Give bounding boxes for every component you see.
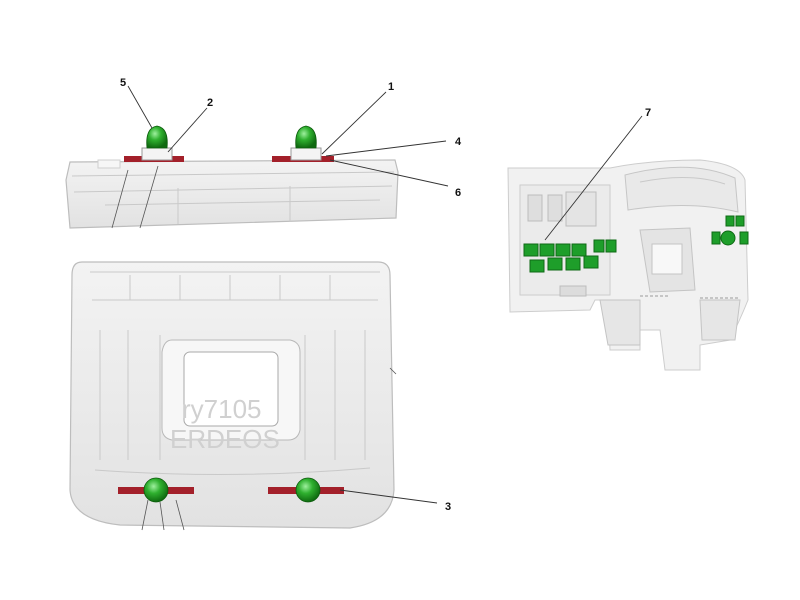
leader-3 [339,489,438,504]
warning-lamp-left-plan [118,477,194,503]
callout-4: 4 [455,136,462,148]
switch-panel-right [711,215,749,246]
callout-5: 5 [120,77,126,89]
leader-6 [329,159,449,187]
roof-panel-plan-view: ry7105 ERDEOS [69,261,395,529]
callout-2: 2 [207,97,213,109]
callout-3: 3 [445,501,451,513]
callout-7: 7 [645,107,651,119]
dashboard-view [507,159,749,371]
roof-panel-side-view [65,156,399,229]
leader-2 [167,107,208,153]
watermark-line-1: ry7105 [182,394,262,424]
leader-5 [127,85,153,129]
leader-4 [325,140,447,157]
watermark-line-2: ERDEOS [170,424,280,454]
switch-panel-left [523,239,617,273]
leader-7 [544,115,643,241]
roof-hatch-opening [183,351,279,427]
warning-lamp-left-side [141,125,173,161]
warning-lamp-right-plan [268,477,344,503]
callout-6: 6 [455,187,461,199]
warning-lamp-right-side [290,125,322,161]
callout-1: 1 [388,81,394,93]
leader-1 [321,91,387,155]
